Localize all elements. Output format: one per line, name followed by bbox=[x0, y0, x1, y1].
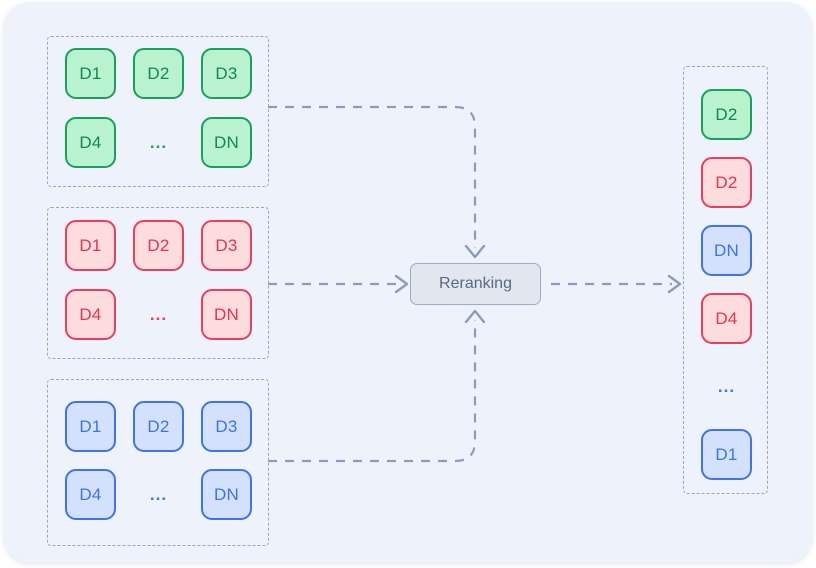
input-group-blue: D1 D2 D3 D4 ... DN bbox=[47, 379, 269, 546]
ellipsis-placeholder: ... bbox=[717, 376, 736, 396]
doc-box[interactable]: D1 bbox=[65, 220, 116, 271]
ellipsis-placeholder: ... bbox=[149, 132, 168, 152]
doc-box[interactable]: D3 bbox=[201, 220, 252, 271]
input-group-green: D1 D2 D3 D4 ... DN bbox=[47, 36, 269, 187]
output-group: D2 D2 DN D4 ... D1 bbox=[683, 66, 768, 494]
ellipsis-placeholder: ... bbox=[149, 304, 168, 324]
output-doc-box[interactable]: D4 bbox=[701, 293, 752, 344]
doc-box[interactable]: D3 bbox=[201, 401, 252, 452]
output-doc-box[interactable]: DN bbox=[701, 225, 752, 276]
output-doc-box[interactable]: D2 bbox=[701, 89, 752, 140]
doc-box[interactable]: DN bbox=[201, 117, 252, 168]
doc-box[interactable]: D1 bbox=[65, 48, 116, 99]
doc-box[interactable]: D3 bbox=[201, 48, 252, 99]
doc-box[interactable]: D2 bbox=[133, 220, 184, 271]
doc-box[interactable]: D2 bbox=[133, 401, 184, 452]
doc-box[interactable]: D4 bbox=[65, 469, 116, 520]
doc-box[interactable]: D4 bbox=[65, 289, 116, 340]
output-doc-box[interactable]: D2 bbox=[701, 157, 752, 208]
doc-box[interactable]: D4 bbox=[65, 117, 116, 168]
doc-box[interactable]: DN bbox=[201, 469, 252, 520]
doc-box[interactable]: D2 bbox=[133, 48, 184, 99]
doc-box[interactable]: D1 bbox=[65, 401, 116, 452]
output-doc-box[interactable]: D1 bbox=[701, 429, 752, 480]
input-group-red: D1 D2 D3 D4 ... DN bbox=[47, 207, 269, 359]
ellipsis-placeholder: ... bbox=[149, 484, 168, 504]
doc-box[interactable]: DN bbox=[201, 289, 252, 340]
reranking-label: Reranking bbox=[439, 275, 512, 292]
reranking-process-box[interactable]: Reranking bbox=[410, 263, 541, 305]
